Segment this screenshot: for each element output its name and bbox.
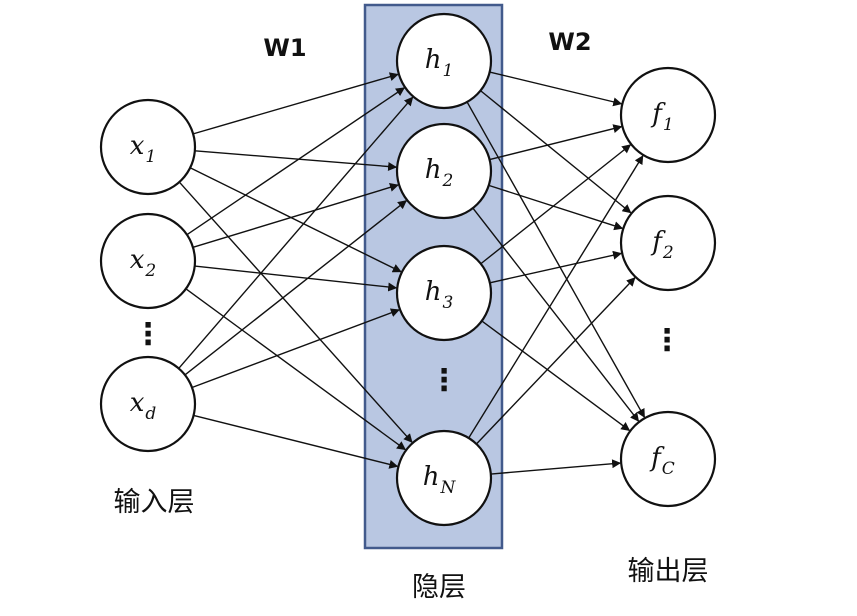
output-node-1: f1	[619, 66, 717, 164]
edge-hidden-1-output-1	[488, 184, 624, 231]
connections	[178, 71, 646, 475]
input-node-label: x1	[130, 131, 157, 167]
input-ellipsis: ⋮	[133, 317, 163, 352]
input-layer-label: 输入层	[114, 487, 195, 518]
edge-input-2-hidden-3	[193, 414, 399, 469]
edge-input-0-hidden-3	[178, 181, 413, 443]
edge-input-1-hidden-0	[186, 87, 405, 236]
nodes: x1 x2 xd h1 h2 h3 hN f1 f2 fC	[99, 12, 717, 527]
input-node-circle	[99, 212, 197, 310]
edge-hidden-0-output-0	[489, 71, 623, 107]
hidden-node-label: hN	[423, 462, 457, 498]
hidden-node-label: h1	[425, 45, 454, 81]
output-node-circle	[619, 410, 717, 508]
edge-input-2-hidden-2	[191, 308, 400, 389]
hidden-node-1: h1	[395, 12, 493, 110]
input-node-circle	[99, 98, 197, 196]
output-layer-label: 输出层	[628, 556, 709, 587]
output-node-3: fC	[619, 410, 717, 508]
edge-input-0-hidden-2	[189, 167, 402, 273]
input-node-2: x2	[99, 212, 197, 310]
hidden-layer-label: 隐层	[412, 572, 466, 603]
hidden-node-circle	[395, 429, 493, 527]
input-node-label: xd	[130, 388, 157, 424]
output-ellipsis: ⋮	[652, 323, 682, 358]
edge-hidden-1-output-0	[489, 124, 623, 161]
input-node-3: xd	[99, 355, 197, 453]
edge-hidden-0-output-1	[480, 90, 632, 214]
output-node-circle	[619, 194, 717, 292]
edge-hidden-2-output-2	[481, 320, 631, 431]
hidden-node-2: h2	[395, 122, 493, 220]
input-node-1: x1	[99, 98, 197, 196]
hidden-ellipsis: ⋮	[429, 363, 459, 398]
input-node-label: x2	[130, 245, 157, 281]
hidden-node-circle	[395, 244, 493, 342]
edge-hidden-0-output-2	[466, 101, 646, 418]
edge-input-2-hidden-0	[178, 96, 414, 369]
edge-hidden-3-output-2	[490, 459, 622, 475]
hidden-node-3: h3	[395, 244, 493, 342]
edge-input-1-hidden-3	[185, 288, 407, 451]
edge-hidden-2-output-0	[480, 144, 632, 265]
edge-hidden-3-output-0	[468, 155, 644, 439]
edge-input-0-hidden-0	[192, 72, 399, 135]
input-node-circle	[99, 355, 197, 453]
edge-input-1-hidden-1	[192, 183, 399, 248]
edge-hidden-3-output-1	[475, 277, 636, 445]
w2-label: W2	[548, 28, 591, 56]
edge-input-1-hidden-2	[194, 265, 398, 292]
hidden-node-label: h3	[425, 277, 454, 313]
edge-input-0-hidden-1	[194, 150, 398, 171]
edge-hidden-2-output-1	[489, 250, 623, 284]
hidden-node-circle	[395, 12, 493, 110]
edge-hidden-1-output-2	[472, 207, 640, 422]
output-node-circle	[619, 66, 717, 164]
w1-label: W1	[263, 34, 306, 62]
hidden-node-4: hN	[395, 429, 493, 527]
edge-input-2-hidden-1	[184, 200, 407, 376]
output-node-2: f2	[619, 194, 717, 292]
hidden-node-label: h2	[425, 155, 454, 191]
hidden-node-circle	[395, 122, 493, 220]
